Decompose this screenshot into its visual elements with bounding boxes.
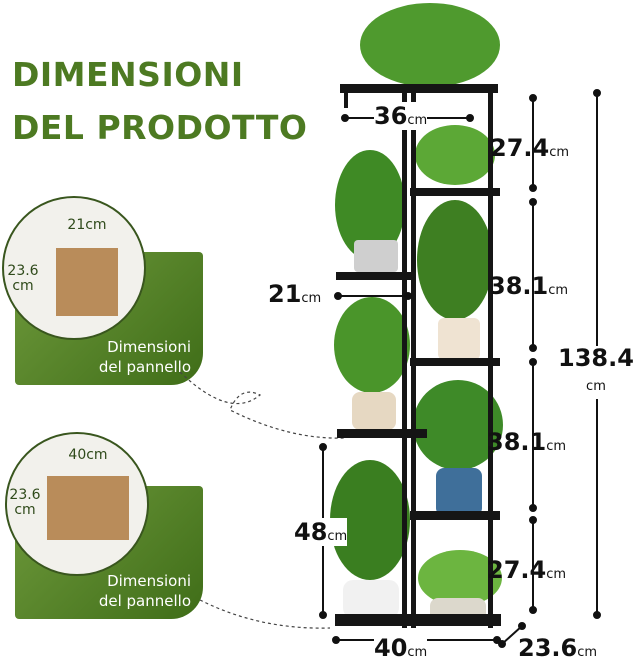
- shelf: [410, 188, 500, 196]
- gap2-label: 38.1cm: [489, 272, 569, 300]
- shelf: [337, 429, 427, 438]
- gap3-label: 38.1cm: [487, 428, 567, 456]
- shelf: [340, 84, 498, 93]
- bottom-height-label: 48cm: [294, 518, 348, 546]
- panel-width-label: 21cm: [67, 217, 107, 233]
- shelf: [410, 511, 500, 520]
- leader-lines: [179, 371, 346, 629]
- panel-label: Dimensioni del pannello: [98, 338, 191, 376]
- stand-frame: [335, 84, 501, 628]
- heading-line2: DEL PRODOTTO: [12, 108, 308, 147]
- shelf: [336, 272, 412, 280]
- heading-line1: DIMENSIONI: [12, 55, 244, 94]
- board-shape: [47, 476, 129, 540]
- bottom-width-label: 40cm: [374, 634, 428, 662]
- depth-label: 23.6cm: [518, 634, 598, 662]
- mid-width-label: 21cm: [268, 280, 322, 308]
- panel-width-label: 40cm: [68, 447, 108, 463]
- gap1-label: 27.4cm: [490, 134, 570, 162]
- plants: [330, 3, 503, 622]
- panel-label: Dimensioni del pannello: [98, 572, 191, 610]
- board-shape: [56, 248, 118, 316]
- shelf: [335, 614, 501, 626]
- shelf: [410, 358, 500, 366]
- gap4-label: 27.4cm: [487, 556, 567, 584]
- top-width-label: 36cm: [374, 102, 428, 130]
